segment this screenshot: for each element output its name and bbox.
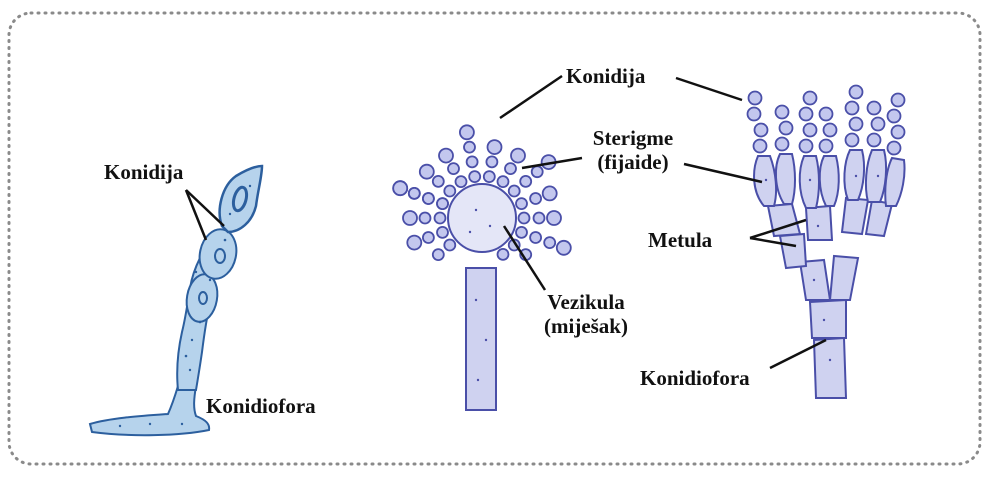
conidium — [437, 198, 448, 209]
conidium — [433, 249, 444, 260]
conidium — [800, 140, 813, 153]
conidium — [754, 140, 767, 153]
conidium — [543, 186, 557, 200]
sterigme-label: Sterigme (fijaide) — [578, 126, 688, 174]
conidium — [437, 227, 448, 238]
right-konidiofora-label: Konidiofora — [640, 366, 750, 390]
left-konidija-line-2 — [186, 190, 206, 240]
mid-konidija-line — [500, 76, 562, 118]
conidium — [516, 227, 527, 238]
conidium — [393, 181, 407, 195]
conidium — [456, 176, 467, 187]
conidium — [824, 124, 837, 137]
conidium — [820, 108, 833, 121]
middle-conidiophore — [393, 125, 571, 410]
conidium — [888, 110, 901, 123]
left-konidiofora-label: Konidiofora — [206, 394, 316, 418]
conidium — [509, 186, 520, 197]
conidium — [498, 176, 509, 187]
conidium — [511, 149, 525, 163]
conidium — [423, 193, 434, 204]
metula-label: Metula — [648, 228, 712, 252]
conidium — [748, 108, 761, 121]
conidium — [484, 171, 495, 182]
conidium — [534, 213, 545, 224]
conidium — [516, 198, 527, 209]
conidium — [423, 232, 434, 243]
conidium — [407, 236, 421, 250]
conidium — [868, 134, 881, 147]
conidium — [519, 213, 530, 224]
conidium — [444, 186, 455, 197]
vezikula-line-2-text: (miješak) — [526, 314, 646, 338]
conidium — [469, 171, 480, 182]
conidium — [776, 106, 789, 119]
conidium — [403, 211, 417, 225]
conidium — [544, 237, 555, 248]
conidium — [448, 163, 459, 174]
conidium — [776, 138, 789, 151]
conidium — [892, 94, 905, 107]
conidium — [892, 126, 905, 139]
conidium — [755, 124, 768, 137]
conidium — [460, 125, 474, 139]
left-konidija-line-1 — [186, 190, 224, 226]
conidium — [780, 122, 793, 135]
conidium — [530, 232, 541, 243]
conidium — [868, 102, 881, 115]
conidium — [804, 124, 817, 137]
conidium — [505, 163, 516, 174]
conidium — [846, 102, 859, 115]
vezikula-line-1-text: Vezikula — [526, 290, 646, 314]
sterigme-line-1-text: Sterigme — [578, 126, 688, 150]
conidium — [439, 149, 453, 163]
conidium — [435, 213, 446, 224]
conidium — [420, 213, 431, 224]
conidium — [498, 249, 509, 260]
conidium — [532, 166, 543, 177]
conidium — [467, 156, 478, 167]
conidium — [488, 140, 502, 154]
conidium — [804, 92, 817, 105]
conidium — [444, 240, 455, 251]
sterigme-line-2-text: (fijaide) — [578, 150, 688, 174]
conidium — [557, 241, 571, 255]
conidium — [888, 142, 901, 155]
left-konidija-label: Konidija — [104, 160, 183, 184]
conidium — [433, 176, 444, 187]
conidium — [420, 165, 434, 179]
conidium — [749, 92, 762, 105]
conidium — [547, 211, 561, 225]
conidium — [872, 118, 885, 131]
vezikula-label: Vezikula (miješak) — [526, 290, 646, 338]
sterigme-right-line — [684, 164, 762, 182]
conidium — [800, 108, 813, 121]
conidium — [520, 176, 531, 187]
conidium — [820, 140, 833, 153]
right-konidija-line — [676, 78, 742, 100]
conidium — [530, 193, 541, 204]
conidium — [850, 118, 863, 131]
conidium — [846, 134, 859, 147]
conidium — [409, 188, 420, 199]
conidium — [464, 142, 475, 153]
conidium — [486, 156, 497, 167]
mid-konidija-label: Konidija — [566, 64, 645, 88]
conidium — [850, 86, 863, 99]
